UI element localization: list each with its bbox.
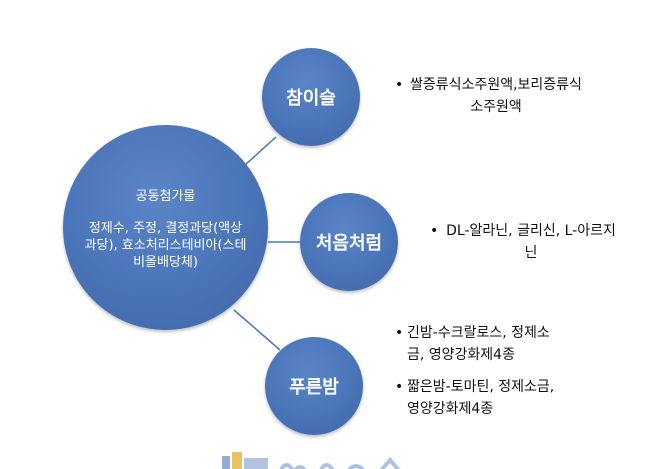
bullet-item: 긴밤-수크랄로스, 정제소금, 영양강화제4종 bbox=[395, 322, 563, 366]
node-label-cheoeumcheoreom: 처음처럼 bbox=[315, 233, 383, 254]
bullet-list-cheoeumcheoreom: DL-알라닌, 글리신, L-아르지닌 bbox=[430, 220, 620, 264]
hub-title: 공동첨가물 bbox=[135, 188, 196, 204]
bullet-list-chamisul: 쌀증류식소주원액,보리증류식소주원액 bbox=[395, 74, 585, 118]
watermark-logo-graphic bbox=[222, 452, 401, 469]
connector-line-3 bbox=[233, 309, 281, 351]
bullet-item: DL-알라닌, 글리신, L-아르지닌 bbox=[430, 220, 620, 264]
hub-circle: 공동첨가물 정제수, 주정, 결정과당(액상과당), 효소처리스테비아(스테비올… bbox=[63, 125, 268, 330]
node-label-pureunbam: 푸른밤 bbox=[289, 377, 339, 398]
hub-body: 정제수, 주정, 결정과당(액상과당), 효소처리스테비아(스테비올배당체) bbox=[84, 220, 247, 270]
node-circle-pureunbam: 푸른밤 bbox=[265, 337, 363, 435]
bullet-list-pureunbam: 긴밤-수크랄로스, 정제소금, 영양강화제4종 짧은밤-토마틴, 정제소금, 영… bbox=[395, 322, 563, 420]
node-circle-cheoeumcheoreom: 처음처럼 bbox=[300, 193, 398, 291]
bullet-item: 쌀증류식소주원액,보리증류식소주원액 bbox=[395, 74, 585, 118]
node-label-chamisul: 참이슬 bbox=[286, 88, 336, 109]
watermark-logo bbox=[222, 450, 472, 469]
bullet-item: 짧은밤-토마틴, 정제소금, 영양강화제4종 bbox=[395, 376, 563, 420]
node-circle-chamisul: 참이슬 bbox=[262, 48, 360, 146]
